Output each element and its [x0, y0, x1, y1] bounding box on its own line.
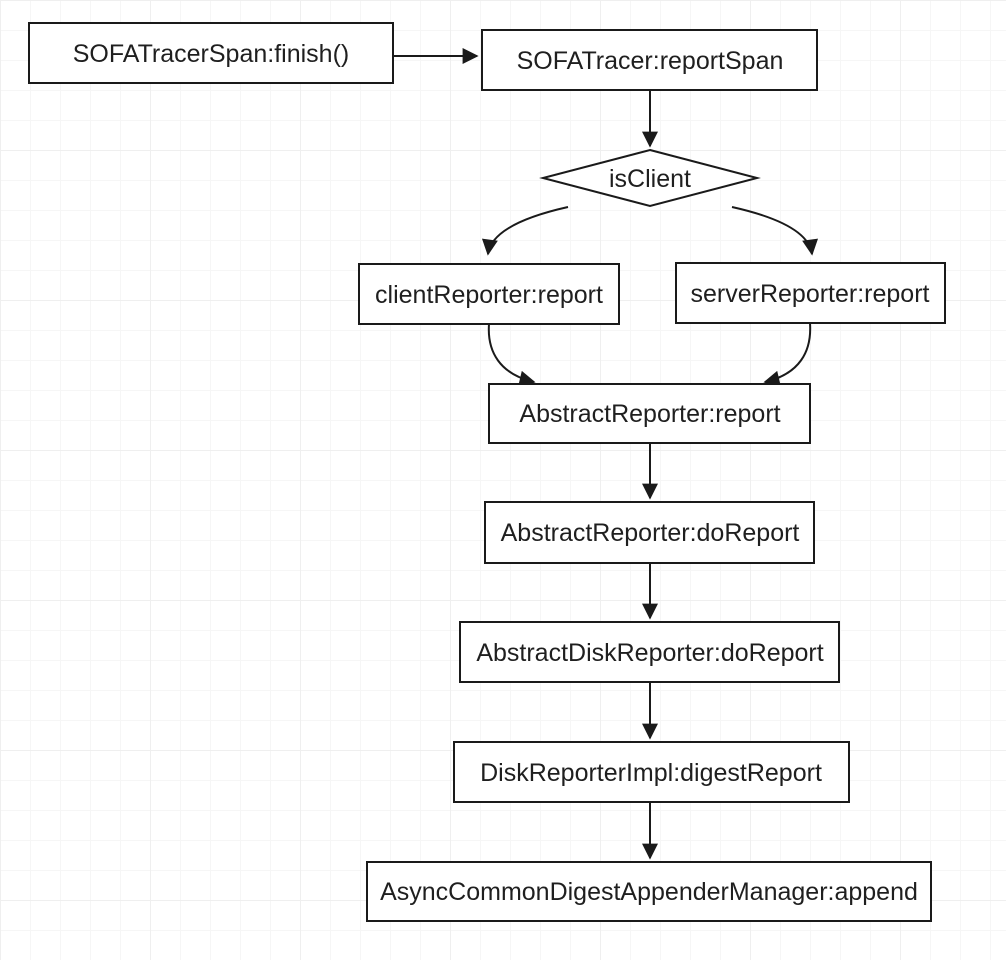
- edge-isclient-to-clientreporter: [481, 206, 569, 256]
- node-box: [488, 383, 811, 444]
- node-label: DiskReporterImpl:digestReport: [480, 759, 822, 787]
- node-box: [358, 263, 620, 325]
- edge-clientreporter-to-abstractreporter: [487, 323, 536, 387]
- node-box: [28, 22, 394, 84]
- node-sofa-tracer-report-span: SOFATracer:reportSpan: [481, 29, 818, 91]
- node-abstract-reporter-report: AbstractReporter:report: [488, 383, 811, 444]
- node-box: [453, 741, 850, 803]
- node-box: [481, 29, 818, 91]
- node-is-client: isClient: [539, 148, 761, 208]
- node-abstract-reporter-do-report: AbstractReporter:doReport: [484, 501, 815, 564]
- node-label: clientReporter:report: [375, 281, 603, 309]
- node-async-common-digest-appender-manager-append: AsyncCommonDigestAppenderManager:append: [366, 861, 932, 922]
- node-label: AbstractDiskReporter:doReport: [476, 639, 823, 667]
- node-label: SOFATracer:reportSpan: [517, 47, 784, 75]
- edge-serverreporter-to-abstractreporter: [763, 322, 812, 387]
- node-sofa-tracer-span-finish: SOFATracerSpan:finish(): [28, 22, 394, 84]
- node-abstract-disk-reporter-do-report: AbstractDiskReporter:doReport: [459, 621, 840, 683]
- node-box: [484, 501, 815, 564]
- node-client-reporter-report: clientReporter:report: [358, 263, 620, 325]
- decision-diamond: [539, 148, 761, 208]
- node-box: [459, 621, 840, 683]
- edge-isclient-to-serverreporter: [731, 206, 819, 256]
- node-disk-reporter-impl-digest-report: DiskReporterImpl:digestReport: [453, 741, 850, 803]
- node-label: AsyncCommonDigestAppenderManager:append: [380, 878, 918, 906]
- node-box: [675, 262, 946, 324]
- node-label: AbstractReporter:doReport: [501, 519, 800, 547]
- node-label: SOFATracerSpan:finish(): [73, 40, 349, 68]
- node-label: serverReporter:report: [691, 280, 930, 308]
- node-box: [366, 861, 932, 922]
- node-server-reporter-report: serverReporter:report: [675, 262, 946, 324]
- node-label: isClient: [609, 165, 691, 193]
- node-label: AbstractReporter:report: [519, 400, 780, 428]
